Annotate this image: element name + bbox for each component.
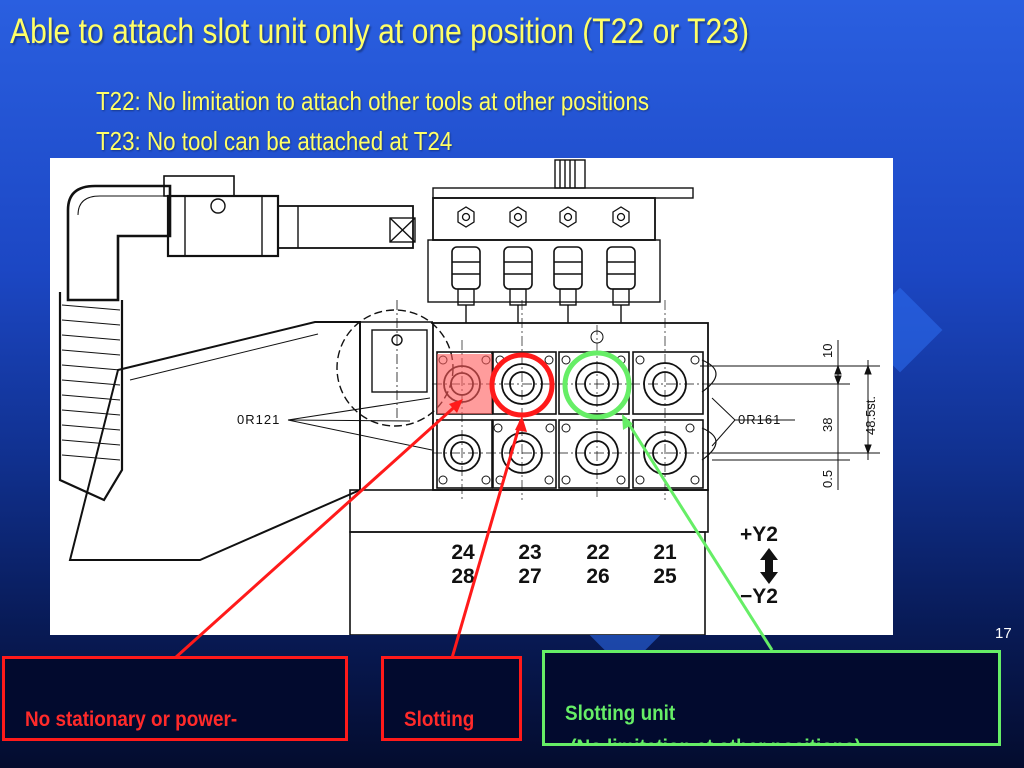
stroke-label: 48.5st.: [863, 396, 878, 435]
subtitle-t23: T23: No tool can be attached at T24: [96, 126, 453, 156]
station-number: 21: [653, 541, 677, 564]
turret-drawing: 0R121 0R161 10 38 0.5 48.5st. 24 23 22 2…: [50, 158, 893, 636]
station-number: 28: [451, 565, 475, 588]
manifold: [427, 159, 694, 323]
callout-slotting-red: Slotting unit: [381, 656, 522, 741]
dim-label-38: 38: [820, 418, 835, 432]
callout-no-tool: No stationary or power- driven tool can …: [2, 656, 348, 741]
callout-slotting-red-text: Slotting unit: [403, 708, 475, 731]
callout-no-tool-text: No stationary or power- driven tool can …: [24, 708, 237, 731]
dim-label-0-5: 0.5: [820, 470, 835, 488]
station-number: 25: [653, 565, 677, 588]
part-label-left: 0R121: [237, 412, 280, 427]
station-number: 23: [518, 541, 541, 564]
callout-slotting-green-text: Slotting unit (No limitation at other po…: [564, 702, 861, 743]
slide-title: Able to attach slot unit only at one pos…: [10, 12, 749, 51]
subtitle-t22: T22: No limitation to attach other tools…: [96, 86, 650, 116]
axis-label-minus-y2: −Y2: [740, 585, 778, 608]
station-number: 26: [586, 565, 609, 588]
part-label-right: 0R161: [738, 412, 781, 427]
page-number: 17: [995, 625, 1012, 642]
station-number: 24: [451, 541, 475, 564]
station-number: 27: [518, 565, 541, 588]
callout-slotting-green: Slotting unit (No limitation at other po…: [542, 650, 1001, 746]
dim-label-10: 10: [820, 344, 835, 358]
station-number: 22: [586, 541, 609, 564]
axis-label-plus-y2: +Y2: [740, 523, 778, 546]
